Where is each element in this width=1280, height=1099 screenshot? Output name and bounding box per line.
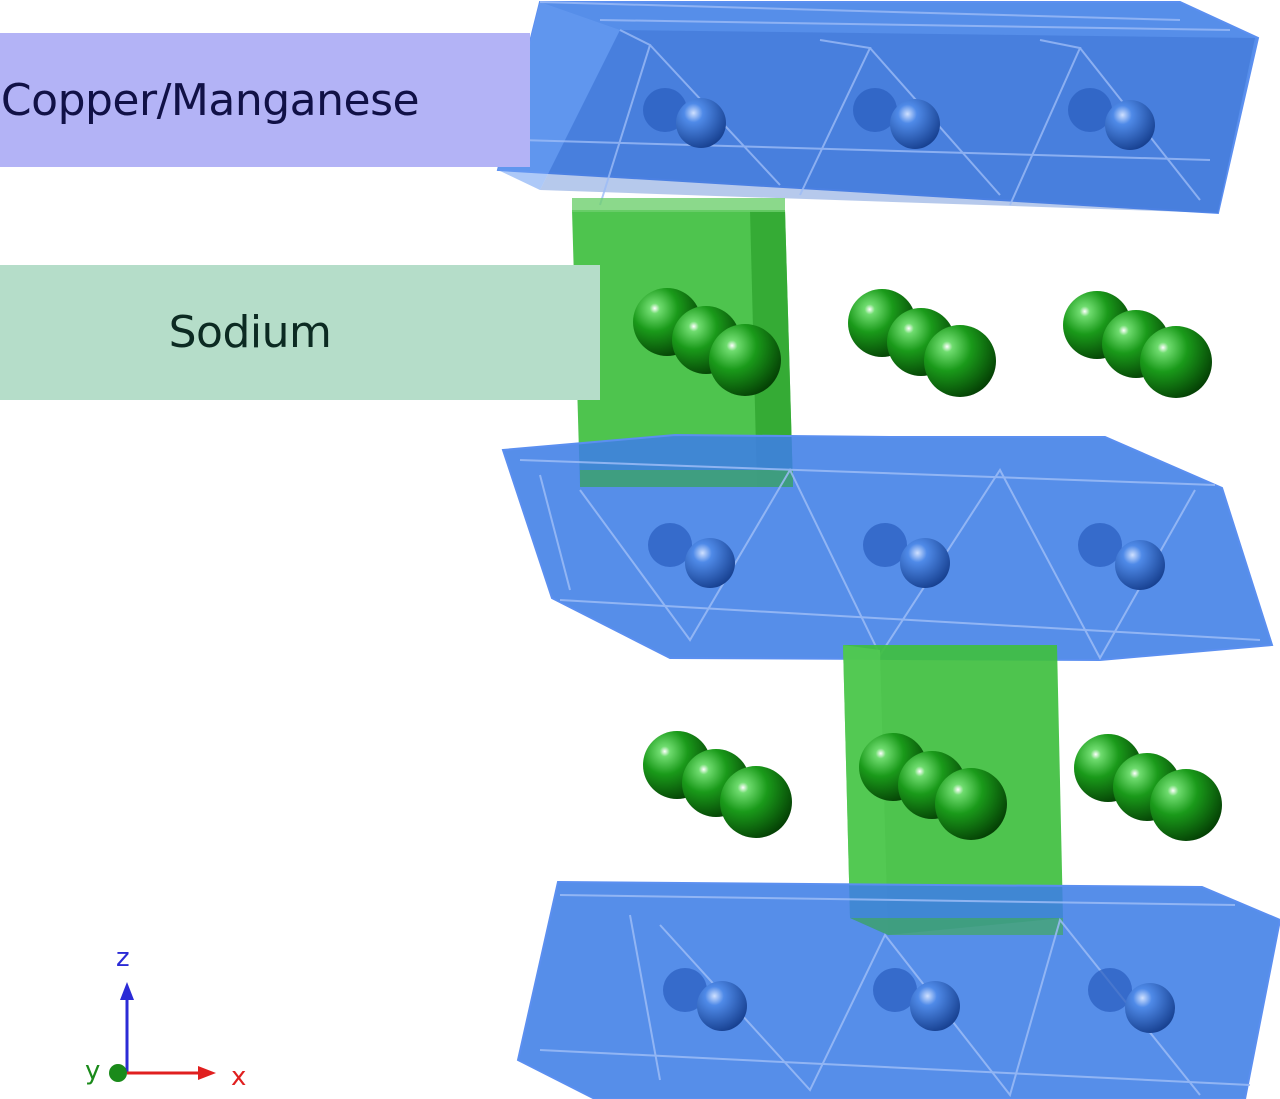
y-axis-dot xyxy=(109,1064,127,1082)
sodium-chain xyxy=(643,731,792,838)
sodium-label: Sodium xyxy=(168,307,332,358)
sodium-atoms-upper-row xyxy=(633,288,1212,398)
sodium-chain xyxy=(633,288,781,396)
sodium-chain xyxy=(1074,734,1222,841)
sodium-label-band: Sodium xyxy=(0,265,600,400)
cu-mn-layer-top xyxy=(496,1,1260,215)
sodium-chain xyxy=(1063,291,1212,398)
sodium-chain xyxy=(859,733,1007,840)
sodium-chain xyxy=(848,289,996,397)
cu-mn-atoms-top xyxy=(643,88,1155,150)
x-axis-label: x xyxy=(231,1062,246,1092)
z-axis-label: z xyxy=(116,943,130,973)
axis-triad: z y x xyxy=(85,943,246,1092)
cu-mn-atoms-bottom xyxy=(663,968,1175,1033)
y-axis-label: y xyxy=(85,1056,100,1086)
cu-mn-layer-middle xyxy=(501,433,1274,662)
cu-mn-atoms-middle xyxy=(648,523,1165,590)
sodium-atoms-lower-row xyxy=(643,731,1222,841)
copper-manganese-label: Copper/Manganese xyxy=(0,74,420,126)
copper-manganese-label-band: Copper/Manganese xyxy=(0,33,530,167)
cu-mn-layer-bottom xyxy=(516,880,1280,1099)
